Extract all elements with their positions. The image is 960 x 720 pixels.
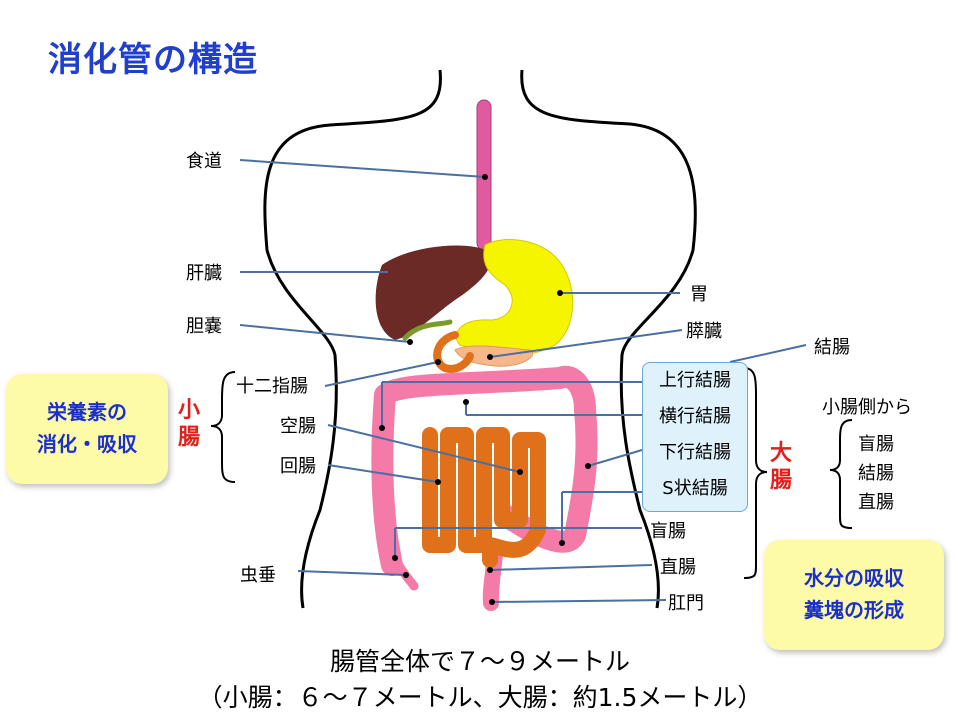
label-ileum: 回腸 bbox=[280, 456, 316, 477]
duodenum-shape bbox=[433, 331, 474, 373]
group-large-intestine-text: 大腸 bbox=[770, 441, 793, 493]
side-list-item-rectum: 直腸 bbox=[858, 492, 894, 513]
label-stomach: 胃 bbox=[690, 284, 708, 305]
group-small-intestine-text: 小腸 bbox=[178, 398, 201, 450]
footer-line1: 腸管全体で７～９メートル bbox=[329, 647, 630, 676]
label-anus: 肛門 bbox=[668, 593, 704, 614]
callout-left-line1: 栄養素の bbox=[47, 400, 127, 424]
body-outline-right bbox=[520, 69, 697, 609]
gallbladder-shape bbox=[402, 319, 453, 341]
leader-pancreas bbox=[489, 329, 683, 358]
label-duodenum: 十二指腸 bbox=[236, 376, 308, 397]
leader-esophagus bbox=[239, 159, 486, 178]
large-intestine-shape bbox=[371, 365, 598, 576]
label-cecum: 盲腸 bbox=[650, 521, 686, 542]
colon-segments-box: 上行結腸 横行結腸 下行結腸 S状結腸 bbox=[642, 362, 748, 512]
leader-rectum bbox=[489, 564, 653, 571]
leader-descending bbox=[587, 449, 643, 467]
label-transverse-colon: 横行結腸 bbox=[659, 406, 731, 427]
footer-line2: （小腸：６～７メートル、大腸：約1.5メートル） bbox=[197, 683, 763, 712]
leader-lines bbox=[239, 159, 807, 603]
callout-large-intestine-function: 水分の吸収 糞塊の形成 bbox=[764, 540, 944, 650]
leader-gallbladder bbox=[239, 324, 411, 343]
leader-appendix bbox=[297, 570, 407, 576]
label-jejunum: 空腸 bbox=[280, 416, 316, 437]
large-intestine-brace bbox=[743, 367, 768, 579]
small-intestine-brace bbox=[210, 371, 236, 483]
label-liver: 肝臓 bbox=[186, 263, 222, 284]
label-esophagus: 食道 bbox=[186, 151, 222, 172]
body-outline bbox=[263, 69, 697, 609]
leader-jejunum bbox=[327, 424, 521, 473]
callout-small-intestine-function: 栄養素の 消化・吸収 bbox=[6, 374, 168, 484]
label-sigmoid-colon: S状結腸 bbox=[662, 478, 728, 499]
braces bbox=[210, 367, 853, 579]
page-title: 消化管の構造 bbox=[48, 40, 258, 80]
leader-anus bbox=[491, 599, 667, 603]
small-intestine-shape bbox=[422, 427, 546, 568]
label-gallbladder: 胆嚢 bbox=[186, 316, 222, 337]
callout-right-line1: 水分の吸収 bbox=[804, 566, 904, 590]
label-descending-colon: 下行結腸 bbox=[659, 442, 731, 463]
side-list-item-cecum: 盲腸 bbox=[858, 434, 894, 455]
body-outline-left bbox=[263, 69, 442, 609]
side-list-heading: 小腸側から bbox=[822, 397, 912, 418]
label-pancreas: 膵臓 bbox=[686, 321, 722, 342]
leader-duodenum bbox=[324, 361, 439, 387]
callout-left-line2: 消化・吸収 bbox=[37, 432, 137, 456]
group-large-intestine: 大腸 bbox=[770, 440, 796, 494]
label-appendix: 虫垂 bbox=[240, 565, 276, 586]
label-rectum: 直腸 bbox=[660, 557, 696, 578]
group-small-intestine: 小腸 bbox=[178, 397, 204, 451]
side-list-item-colon: 結腸 bbox=[858, 463, 894, 484]
label-colon: 結腸 bbox=[814, 337, 850, 358]
liver-shape bbox=[375, 245, 492, 340]
leader-dots bbox=[379, 174, 591, 605]
callout-right-line2: 糞塊の形成 bbox=[804, 598, 904, 622]
leader-colon bbox=[729, 344, 807, 363]
label-ascending-colon: 上行結腸 bbox=[659, 370, 731, 391]
side-list-brace bbox=[829, 419, 853, 529]
leader-ileum bbox=[327, 464, 439, 483]
